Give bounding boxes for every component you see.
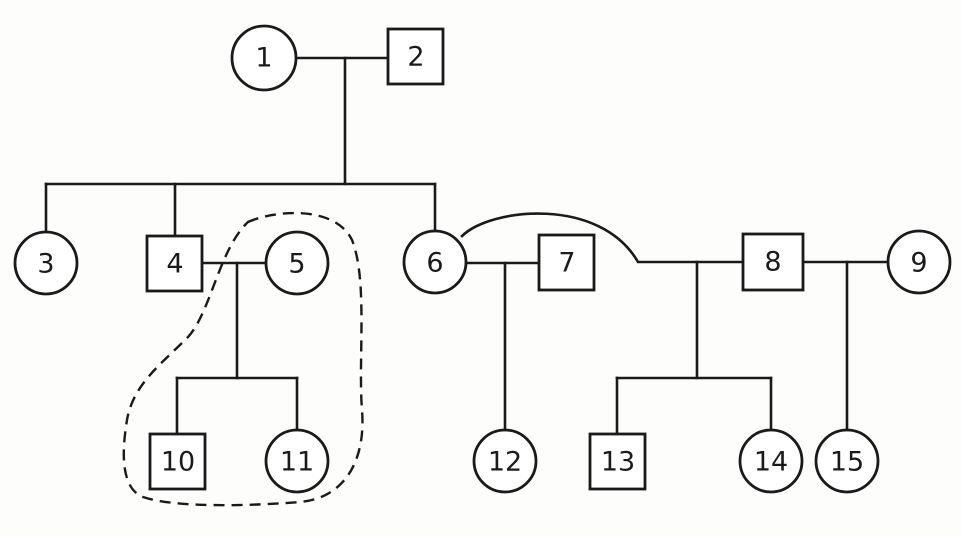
individual-label: 4 (166, 249, 183, 280)
individual-15: 15 (814, 428, 880, 494)
individual-label: 11 (280, 447, 314, 478)
individual-label: 13 (601, 447, 635, 478)
individual-label: 14 (754, 447, 788, 478)
female-symbol (472, 428, 538, 494)
individual-8: 8 (741, 232, 805, 292)
male-symbol (588, 432, 647, 491)
male-symbol (741, 232, 805, 292)
female-symbol (13, 230, 79, 296)
individual-10: 10 (148, 432, 207, 491)
individual-label: 2 (407, 42, 424, 73)
individual-2: 2 (386, 27, 445, 86)
individual-9: 9 (886, 229, 952, 295)
individual-label: 3 (37, 249, 54, 280)
individual-14: 14 (738, 428, 804, 494)
individual-7: 7 (537, 233, 596, 292)
individual-11: 11 (264, 428, 330, 494)
individual-13: 13 (588, 432, 647, 491)
individual-12: 12 (472, 428, 538, 494)
individual-label: 7 (558, 248, 575, 279)
individual-1: 1 (230, 24, 298, 92)
female-symbol (402, 229, 468, 295)
highlight-outline (122, 211, 364, 507)
individual-5: 5 (264, 230, 330, 296)
male-symbol (537, 233, 596, 292)
individual-label: 9 (910, 248, 927, 279)
female-symbol (264, 428, 330, 494)
individual-label: 8 (764, 247, 781, 278)
individual-label: 15 (830, 447, 864, 478)
female-symbol (230, 24, 298, 92)
individual-label: 1 (255, 43, 272, 74)
individual-4: 4 (145, 234, 204, 293)
union-arc-6-8 (460, 212, 744, 264)
male-symbol (145, 234, 204, 293)
female-symbol (886, 229, 952, 295)
female-symbol (264, 230, 330, 296)
male-symbol (386, 27, 445, 86)
male-symbol (148, 432, 207, 491)
female-symbol (814, 428, 880, 494)
individual-label: 6 (426, 248, 443, 279)
individual-label: 5 (288, 249, 305, 280)
individual-3: 3 (13, 230, 79, 296)
individual-label: 10 (161, 447, 195, 478)
female-symbol (738, 428, 804, 494)
individual-6: 6 (402, 229, 468, 295)
individual-label: 12 (488, 447, 522, 478)
